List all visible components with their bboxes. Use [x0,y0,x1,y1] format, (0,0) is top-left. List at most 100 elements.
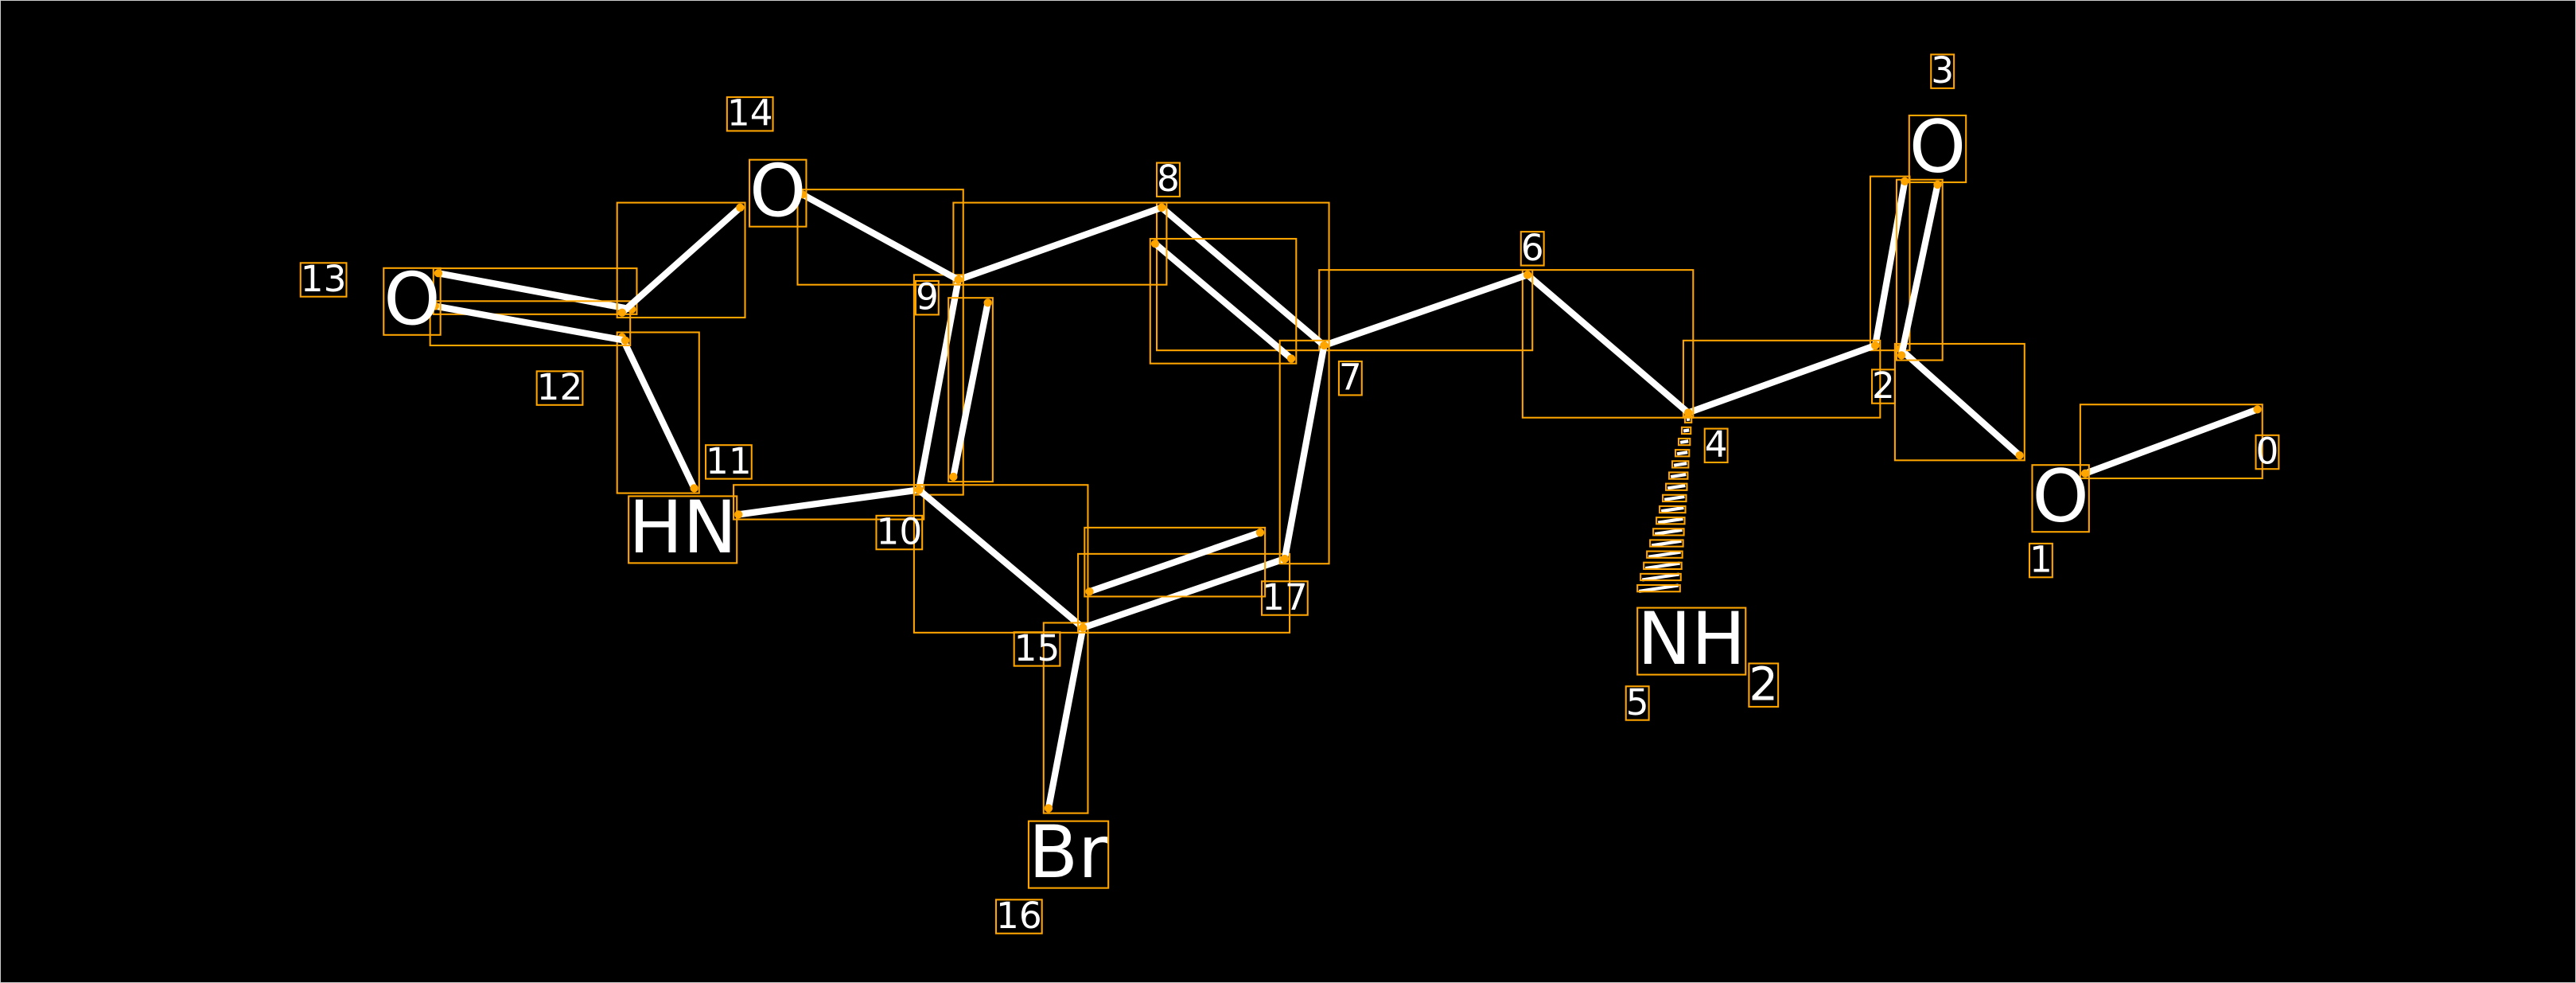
bond-line [1281,341,1328,563]
label-box [383,267,442,336]
atom-label-hn: HN [628,486,737,570]
label-box [1520,231,1545,267]
label-box [1027,820,1110,889]
bond-box [1084,526,1267,598]
label-box [705,444,753,480]
bond-line [618,334,698,492]
bond-box [1278,339,1330,565]
hash-line [1641,572,1679,582]
bond-endpoint [621,336,630,345]
label-box [1013,631,1061,667]
bond-2-3 [1869,175,1944,361]
bond-endpoint [1683,408,1693,417]
bond-endpoint [954,275,963,284]
hash-box [1636,583,1681,593]
atom-label-br: Br [1029,811,1108,895]
hash-line [1660,505,1684,513]
atom-label-nh: NH [1637,598,1745,681]
atom-index-label: 12 [537,366,583,408]
bond-endpoint [430,302,439,310]
hash-line [1657,517,1683,525]
label-box [2255,434,2280,470]
bond-box [2079,404,2263,480]
bond-box [912,274,964,496]
bond-endpoint [914,486,924,494]
atom-index-label: 1 [2029,539,2053,581]
hash-line [1673,462,1687,467]
bond-endpoint [1280,554,1290,564]
hash-line [1683,428,1690,433]
bond-12-14 [616,201,746,318]
bond-endpoint [2253,405,2262,414]
hash-box [1659,505,1687,514]
atom-index-label: 16 [996,895,1042,937]
bond-14-9 [796,189,964,286]
bond-endpoint [2015,451,2024,460]
bond-box [912,484,1089,634]
hash-box [1680,426,1692,435]
bond-line [1045,624,1087,812]
hash-line [1648,550,1681,559]
bond-1-2 [1893,342,2025,462]
hash-box [1652,528,1685,536]
bond-endpoint [1158,203,1166,212]
atom-index-label: 7 [1339,357,1362,399]
hash-box [1643,561,1683,570]
bond-box [429,300,632,347]
bond-endpoint [949,472,958,482]
bond-box [432,267,638,315]
bond-line [950,299,991,481]
bond-endpoint [983,298,992,307]
bond-box [1895,178,1944,361]
label-box [1625,685,1650,721]
bond-line [1080,555,1288,631]
bond-endpoint [1897,351,1906,360]
bond-line [1872,177,1909,349]
hash-box [1677,437,1691,447]
atom-index-label: 11 [706,440,752,482]
bond-endpoint [736,203,745,212]
hash-box [1649,539,1684,548]
label-box [1930,53,1955,89]
bond-line [1321,271,1531,349]
atom-index-label: 17 [1262,576,1308,618]
bond-endpoint [1286,354,1296,363]
label-box [1636,607,1747,676]
bond-line [1151,240,1295,362]
atom-subscript: 2 [1749,657,1778,711]
atom-index-label: 9 [916,276,939,318]
hash-line [1644,561,1680,571]
bond-box [948,297,994,483]
bond-box [952,201,1168,286]
bond-line [431,302,629,344]
label-box [1260,580,1309,616]
hash-box [1674,449,1691,458]
bond-box [1318,269,1534,352]
bond-8-9 [952,201,1168,286]
label-box [2031,464,2090,533]
bond-15-17 [1077,526,1291,634]
bond-endpoint [1085,587,1094,596]
label-box [749,158,807,228]
label-box [1337,360,1363,396]
hash-box [1640,572,1682,582]
bond-6-7 [1318,269,1534,352]
atom-index-label: 8 [1157,158,1180,200]
atom-index-label: 10 [876,510,922,552]
hash-line [1664,494,1685,501]
hash-line [1667,484,1686,490]
hash-box [1646,550,1683,559]
bond-box [796,189,964,286]
bond-0-1 [2079,404,2263,480]
hash-line [1651,539,1682,548]
label-box [299,262,348,298]
label-box [1156,162,1181,197]
label-box [726,96,774,132]
bond-line [618,204,744,316]
bond-endpoint [2080,469,2090,478]
hash-line [1676,451,1688,456]
bond-endpoint [798,190,807,199]
hash-box [1668,471,1689,480]
